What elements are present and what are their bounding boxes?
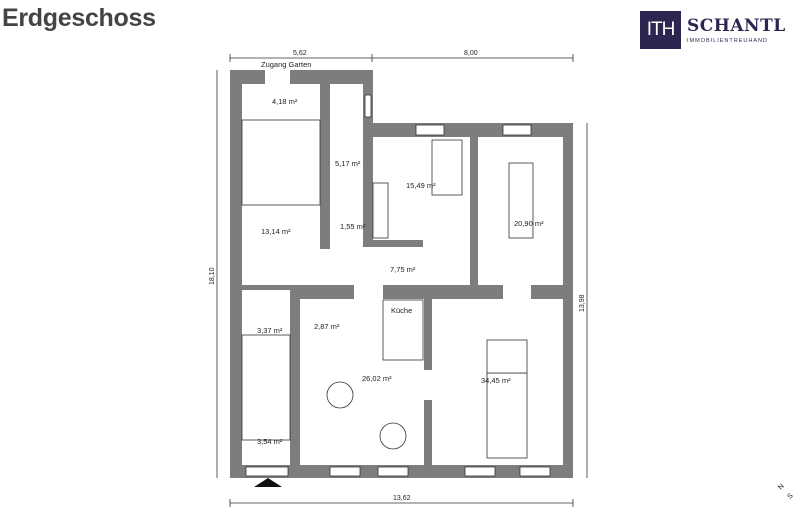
label-zugang-garten: Zugang Garten <box>261 60 311 69</box>
compass-north: N <box>777 483 786 492</box>
stairs <box>241 119 321 441</box>
room-area: 1,55 m² <box>340 222 366 231</box>
dim-bottom: 13,62 <box>393 495 411 502</box>
room-area: 34,45 m² <box>481 376 511 385</box>
compass-south: S <box>786 492 794 500</box>
furniture <box>326 139 534 459</box>
company-logo: ITH SCHANTL IMMOBILIENTREUHAND <box>640 11 786 49</box>
entrance-arrow-icon <box>254 478 282 487</box>
room-area: 13,14 m² <box>261 227 291 236</box>
windows <box>245 94 551 477</box>
room-area: 4,18 m² <box>272 97 298 106</box>
dim-left: 18,10 <box>209 267 216 285</box>
dimension-lines <box>216 54 588 507</box>
room-area: 7,75 m² <box>390 265 416 274</box>
room-area: 26,02 m² <box>362 374 392 383</box>
room-area: 20,90 m² <box>514 219 544 228</box>
dim-top-right: 8,00 <box>464 50 478 57</box>
room-area: 15,49 m² <box>406 181 436 190</box>
compass-icon: N S <box>777 483 795 501</box>
logo-name: SCHANTL <box>687 15 786 36</box>
dim-right: 13,98 <box>579 294 586 312</box>
page-title: Erdgeschoss <box>2 4 156 32</box>
logo-mark: ITH <box>640 11 681 49</box>
room-area: 3,37 m² <box>257 326 283 335</box>
dim-top-left: 5,62 <box>293 50 307 57</box>
room-area: 2,87 m² <box>314 322 340 331</box>
label-kueche: Küche <box>391 306 412 315</box>
room-area: 3,54 m² <box>257 437 283 446</box>
room-area: 5,17 m² <box>335 159 361 168</box>
logo-subtitle: IMMOBILIENTREUHAND <box>687 37 768 44</box>
